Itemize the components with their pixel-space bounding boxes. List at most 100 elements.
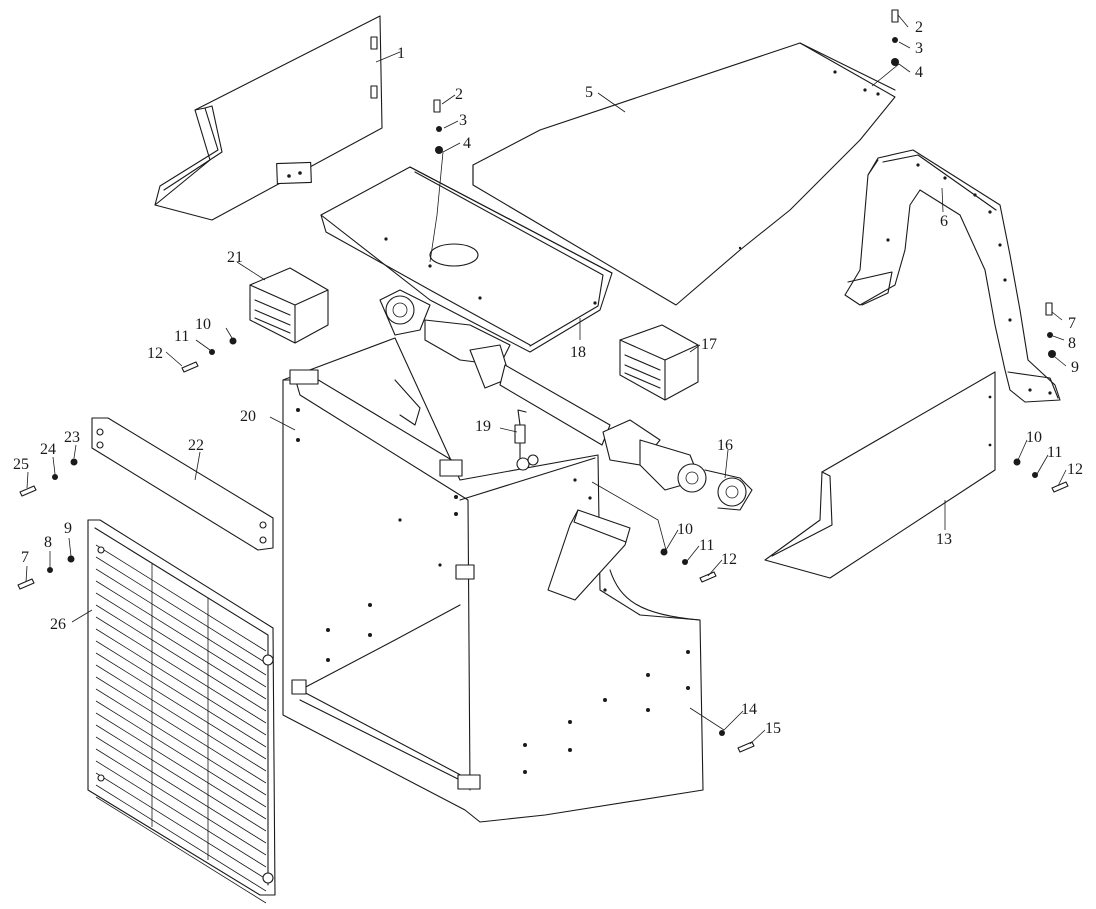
callout-9: 9 xyxy=(1071,359,1079,376)
washer-3-b xyxy=(892,37,898,43)
callout-2-b: 2 xyxy=(915,19,923,36)
callout-7: 7 xyxy=(1068,315,1076,332)
fasteners xyxy=(17,9,1069,753)
grille-slat xyxy=(95,652,267,760)
part-1-side-cover xyxy=(154,15,383,221)
part-22-strip xyxy=(91,417,274,551)
callout-13: 13 xyxy=(936,531,952,548)
washer-8-b xyxy=(47,567,53,573)
callout-11-b: 11 xyxy=(699,537,714,554)
callout-6: 6 xyxy=(940,213,948,230)
washer-14 xyxy=(719,730,725,736)
part-17-block xyxy=(619,324,699,401)
grille-slat xyxy=(95,640,267,748)
part-19-sensor xyxy=(514,409,539,471)
nut-23 xyxy=(70,458,78,466)
grille-slat xyxy=(95,700,267,808)
callout-12: 12 xyxy=(1067,461,1083,478)
callout-11-c: 11 xyxy=(174,328,189,345)
callout-26: 26 xyxy=(50,616,66,633)
callout-18: 18 xyxy=(570,344,586,361)
washer-24 xyxy=(52,474,58,480)
callout-14: 14 xyxy=(741,701,757,718)
nut-4-b xyxy=(891,58,899,66)
callout-8: 8 xyxy=(1068,335,1076,352)
callout-4: 4 xyxy=(463,135,471,152)
callout-3-b: 3 xyxy=(915,40,923,57)
part-20-main-frame xyxy=(282,337,704,823)
callout-23: 23 xyxy=(64,429,80,446)
nut-10-a xyxy=(229,337,237,345)
nut-4-a xyxy=(435,146,443,154)
bolt-7-b xyxy=(17,578,35,590)
leader-lines xyxy=(25,14,1067,745)
washer-11-c xyxy=(682,559,688,565)
grille-slats xyxy=(95,544,267,904)
grille-slat xyxy=(95,568,267,676)
grille-slat xyxy=(95,760,267,868)
callout-4-b: 4 xyxy=(915,64,923,81)
callout-12-c: 12 xyxy=(147,345,163,362)
callout-10: 10 xyxy=(1026,429,1042,446)
callout-15: 15 xyxy=(765,720,781,737)
callout-16: 16 xyxy=(717,437,733,454)
part-18-top-plate xyxy=(320,166,613,353)
callout-5: 5 xyxy=(585,84,593,101)
nut-9-b xyxy=(67,555,75,563)
callout-12-b: 12 xyxy=(721,551,737,568)
callout-labels: 1 2 3 4 2 3 4 5 6 7 8 9 10 11 12 13 10 1… xyxy=(13,19,1083,737)
nut-9-a xyxy=(1048,350,1056,358)
callout-1: 1 xyxy=(397,45,405,62)
grille-slat xyxy=(95,712,267,820)
grille-slat xyxy=(95,796,267,904)
grille-slat xyxy=(95,688,267,796)
grille-slat xyxy=(95,544,267,652)
grille-slat xyxy=(95,616,267,724)
part-16-drive-shaft xyxy=(379,289,753,511)
part-13-side-panel xyxy=(764,371,996,579)
callout-25: 25 xyxy=(13,456,29,473)
part-21-block xyxy=(249,267,329,344)
callout-8-b: 8 xyxy=(44,534,52,551)
callout-9-b: 9 xyxy=(64,520,72,537)
bolt-12-c xyxy=(699,571,717,583)
bolt-25 xyxy=(19,485,37,497)
callout-7-b: 7 xyxy=(21,549,29,566)
grille-slat xyxy=(95,772,267,880)
washer-8-a xyxy=(1047,332,1053,338)
bolt-2-a xyxy=(433,99,441,113)
washer-3-a xyxy=(436,126,442,132)
grille-slat xyxy=(95,628,267,736)
nut-10-b xyxy=(1013,458,1021,466)
callout-20: 20 xyxy=(240,408,256,425)
callout-17: 17 xyxy=(701,336,717,353)
grille-slat xyxy=(95,784,267,892)
bolt-2-b xyxy=(891,9,899,23)
grille-slat xyxy=(95,664,267,772)
callout-22: 22 xyxy=(188,437,204,454)
grille-slat xyxy=(95,736,267,844)
callout-21: 21 xyxy=(227,249,243,266)
callout-24: 24 xyxy=(40,441,56,458)
grille-slat xyxy=(95,676,267,784)
grille-slat xyxy=(95,604,267,712)
grille-slat xyxy=(95,592,267,700)
washer-11-b xyxy=(1032,472,1038,478)
grille-slat xyxy=(95,580,267,688)
part-6-support-bracket xyxy=(844,149,1061,403)
grille-slat xyxy=(95,724,267,832)
grille-slat xyxy=(95,556,267,664)
callout-10-b: 10 xyxy=(677,521,693,538)
part-5-top-cover xyxy=(472,42,896,306)
bolt-7-a xyxy=(1045,302,1053,316)
part-26-grille xyxy=(87,519,276,904)
washer-11-a xyxy=(209,349,215,355)
callout-11: 11 xyxy=(1047,444,1062,461)
funnel-chute xyxy=(547,509,631,601)
bolt-12-b xyxy=(1051,481,1069,493)
callout-3: 3 xyxy=(459,112,467,129)
grille-slat xyxy=(95,748,267,856)
bolt-15 xyxy=(737,741,755,753)
